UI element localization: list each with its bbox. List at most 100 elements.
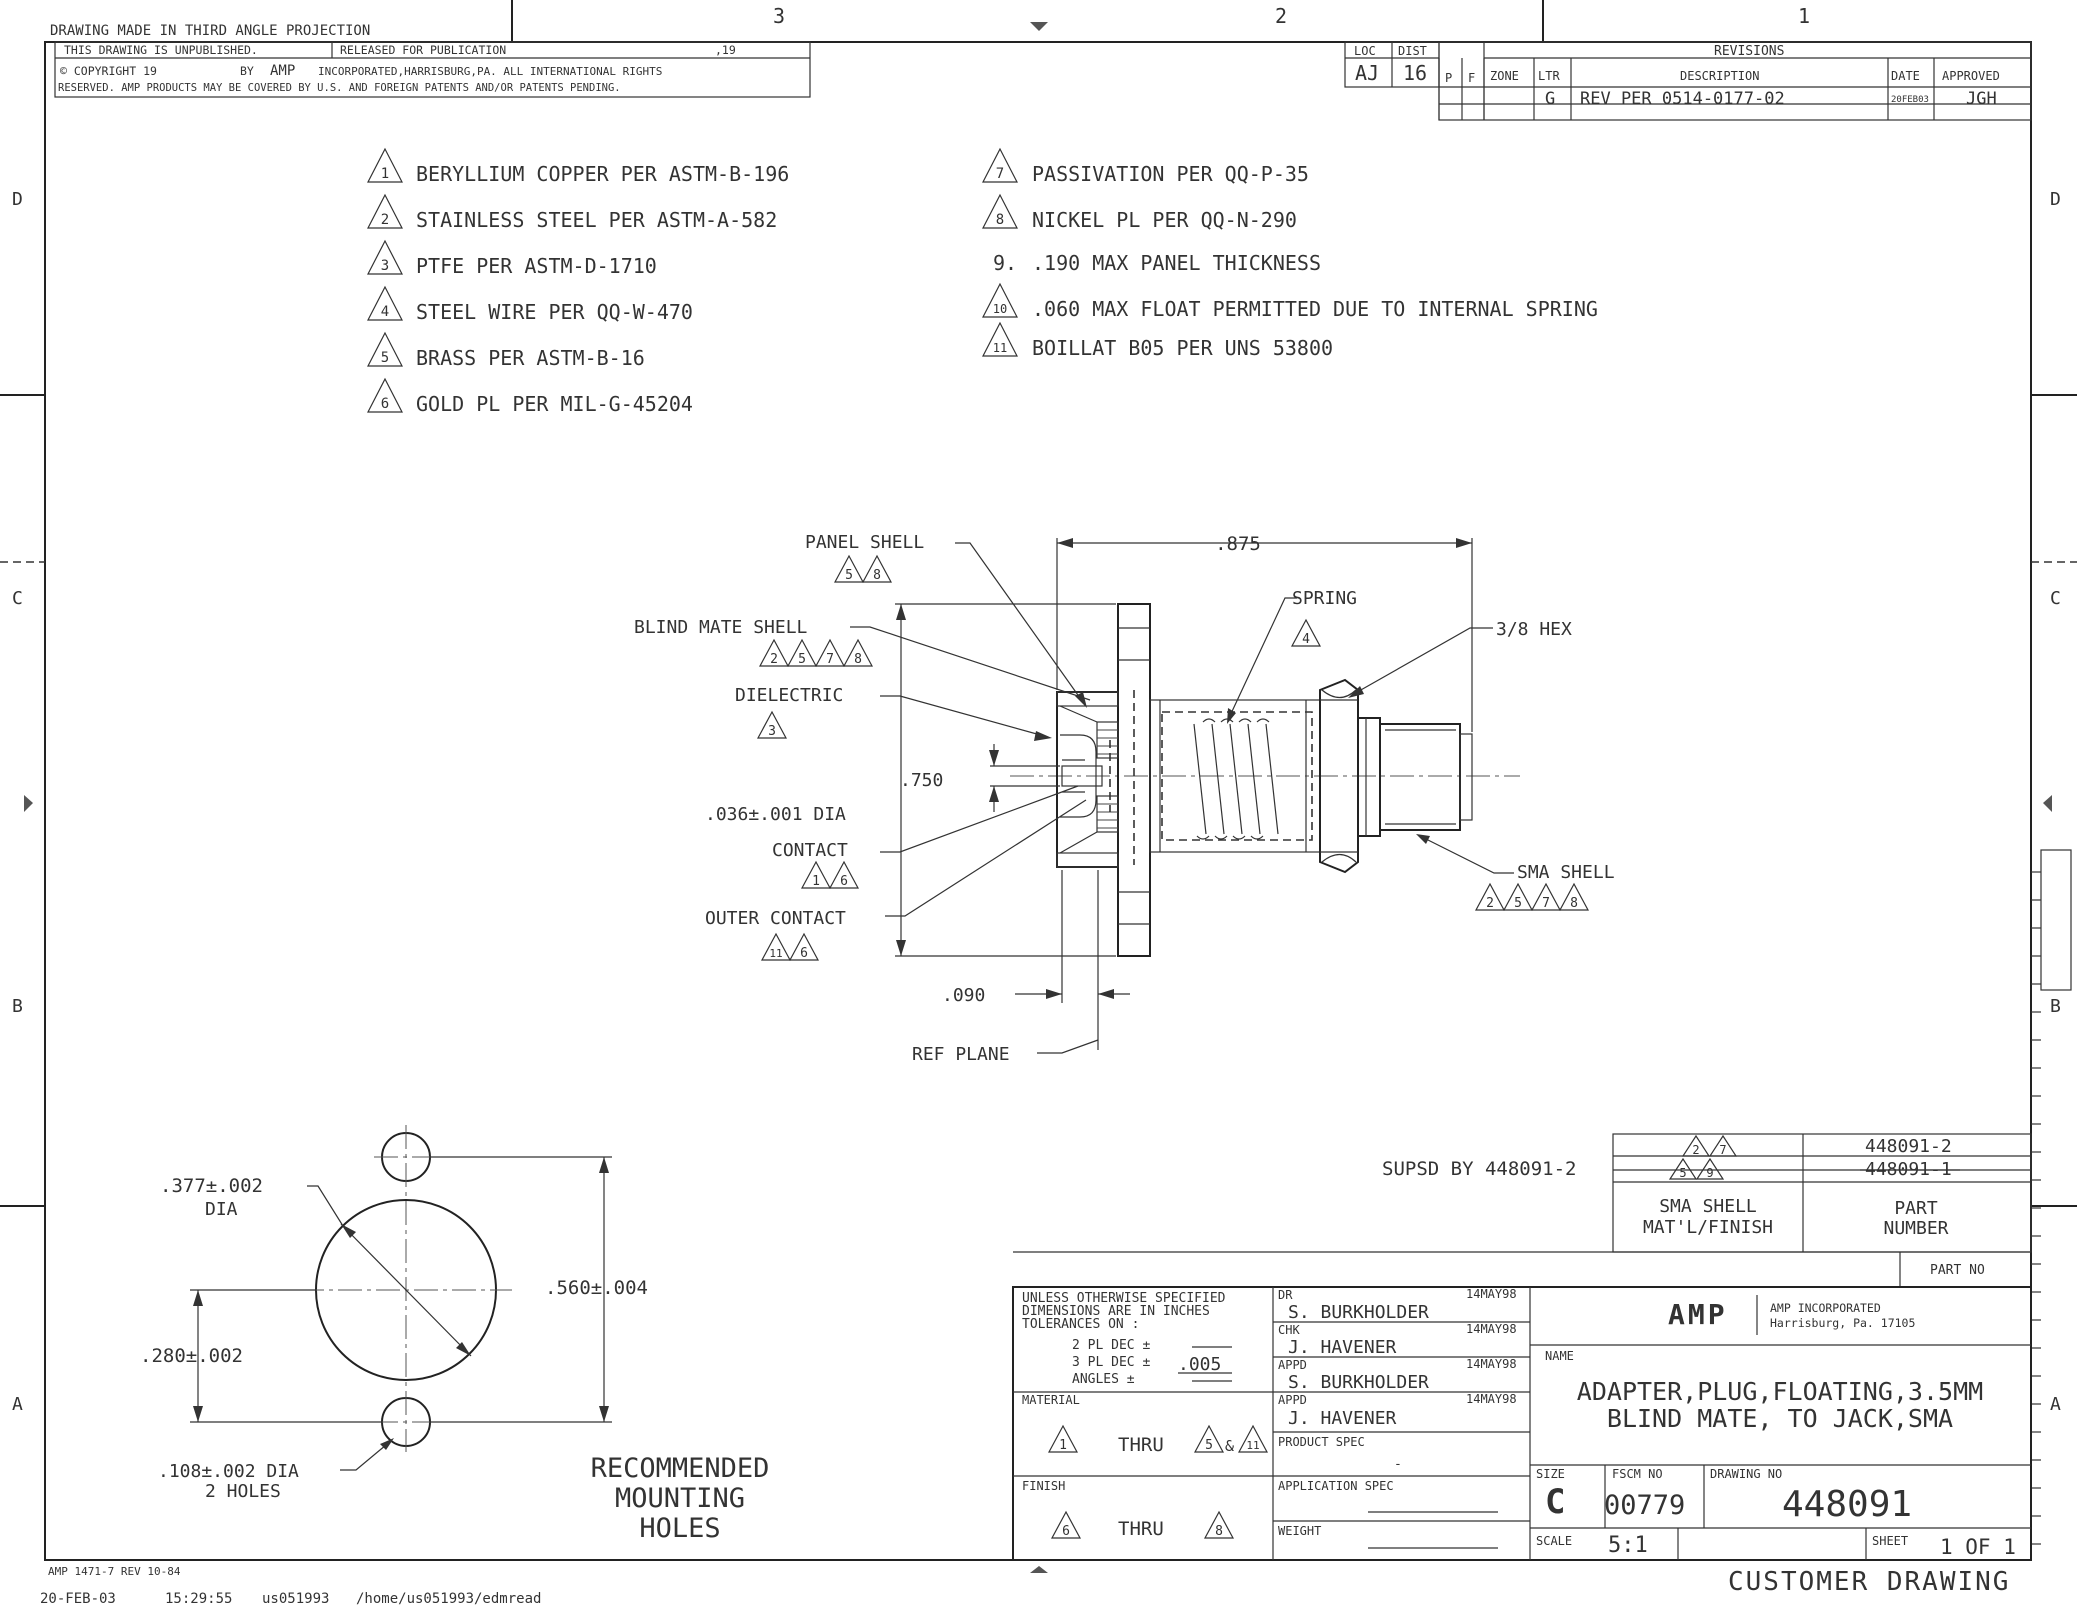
svg-text:1: 1 <box>381 166 389 182</box>
svg-text:PART: PART <box>1894 1198 1938 1219</box>
note-item-6: 6 GOLD PL PER MIL-G-45204 <box>367 377 693 416</box>
rev-letter: G <box>1545 89 1555 109</box>
svg-text:5: 5 <box>1679 1166 1686 1180</box>
signature-row: CHK 14MAY98 J. HAVENER <box>1278 1322 1517 1358</box>
note-item-1: 1 BERYLLIUM COPPER PER ASTM-B-196 <box>367 147 789 186</box>
svg-text:10: 10 <box>993 302 1007 316</box>
svg-text:THRU: THRU <box>1118 1434 1164 1456</box>
svg-text:1: 1 <box>1059 1438 1067 1453</box>
rev-description: REV PER 0514-0177-02 <box>1580 89 1785 109</box>
dim-090: .090 <box>942 985 985 1006</box>
center-mark-bottom <box>1030 1566 1048 1573</box>
amp-logo: AMP <box>1668 1298 1728 1331</box>
svg-text:9.: 9. <box>993 251 1017 275</box>
holes-count: 2 HOLES <box>205 1481 281 1502</box>
fscm-value: 00779 <box>1604 1490 1685 1521</box>
height-dim: .560±.004 <box>545 1277 648 1299</box>
center-mark-right <box>2043 795 2052 812</box>
svg-text:BERYLLIUM COPPER PER ASTM-B-19: BERYLLIUM COPPER PER ASTM-B-196 <box>416 162 789 186</box>
zone-letter: D <box>12 189 23 210</box>
svg-text:4: 4 <box>1302 632 1310 647</box>
svg-text:DESCRIPTION: DESCRIPTION <box>1680 69 1759 83</box>
svg-text:CHK: CHK <box>1278 1323 1300 1337</box>
blind-mate-flags: 2 5 7 8 <box>758 638 874 667</box>
svg-text:3: 3 <box>768 724 776 739</box>
svg-text:.190 MAX PANEL THICKNESS: .190 MAX PANEL THICKNESS <box>1032 251 1321 275</box>
copyright-amp: AMP <box>270 63 295 79</box>
svg-text:SHEET: SHEET <box>1872 1534 1908 1548</box>
flag-triangle-icon <box>367 239 403 275</box>
sma-shell-flags: 2 5 7 8 <box>1474 882 1590 911</box>
contact-label: CONTACT <box>772 840 848 861</box>
note-item-7: 7 PASSIVATION PER QQ-P-35 <box>982 147 1309 186</box>
panel-shell-label: PANEL SHELL <box>805 532 924 553</box>
svg-text:2: 2 <box>1692 1143 1699 1157</box>
svg-text:14MAY98: 14MAY98 <box>1466 1322 1517 1336</box>
svg-text:DATE: DATE <box>1891 69 1920 83</box>
copyright-year: © COPYRIGHT 19 <box>60 64 157 78</box>
svg-text:6: 6 <box>1062 1524 1070 1539</box>
hex-nut <box>1319 678 1359 874</box>
flag-triangle-icon <box>367 331 403 367</box>
blind-mate-shell-label: BLIND MATE SHELL <box>634 617 808 638</box>
panel-flange <box>1117 603 1151 957</box>
spring-coil <box>1193 718 1279 840</box>
svg-text:2 PL DEC ±: 2 PL DEC ± <box>1072 1338 1150 1353</box>
svg-text:AMP 1471-7 REV 10-84: AMP 1471-7 REV 10-84 <box>48 1565 181 1578</box>
size-value: C <box>1545 1482 1565 1522</box>
svg-text:11: 11 <box>993 341 1007 355</box>
zone-letter: B <box>2050 996 2061 1017</box>
spring-label: SPRING <box>1292 588 1357 609</box>
flag-triangle-icon <box>367 193 403 229</box>
svg-text:J. HAVENER: J. HAVENER <box>1288 1408 1397 1429</box>
svg-text:5: 5 <box>1514 896 1522 911</box>
svg-text:us051993: us051993 <box>262 1591 329 1605</box>
signature-row: APPD 14MAY98 J. HAVENER <box>1278 1392 1517 1429</box>
svg-text:PRODUCT SPEC: PRODUCT SPEC <box>1278 1435 1365 1449</box>
svg-text:FINISH: FINISH <box>1022 1479 1065 1493</box>
note-item-8: 8 NICKEL PL PER QQ-N-290 <box>982 193 1297 232</box>
part-name-line2: BLIND MATE, TO JACK,SMA <box>1607 1404 1953 1433</box>
callouts: .875 PANEL SHELL 5 8 BLIND MATE SHELL 2 … <box>634 532 1615 1065</box>
svg-text:APPD: APPD <box>1278 1393 1307 1407</box>
note-item-11: 11 BOILLAT B05 PER UNS 53800 <box>982 321 1333 360</box>
flag-triangle-icon <box>367 147 403 183</box>
svg-text:2: 2 <box>381 212 389 228</box>
svg-text:7: 7 <box>1719 1143 1726 1157</box>
unpublished-note: THIS DRAWING IS UNPUBLISHED. <box>64 43 258 57</box>
svg-text:APPD: APPD <box>1278 1358 1307 1372</box>
svg-text:THRU: THRU <box>1118 1518 1164 1540</box>
company-city: Harrisburg, Pa. 17105 <box>1770 1316 1915 1330</box>
zone-number: 2 <box>1275 4 1287 28</box>
svg-text:J. HAVENER: J. HAVENER <box>1288 1337 1397 1358</box>
svg-text:.005: .005 <box>1178 1354 1221 1375</box>
svg-text:1: 1 <box>812 874 820 889</box>
mounting-title: MOUNTING <box>615 1483 745 1514</box>
svg-text:F: F <box>1468 71 1475 85</box>
mounting-title: RECOMMENDED <box>591 1453 770 1484</box>
rev-approved: JGH <box>1966 89 1997 109</box>
flag-triangle-icon <box>982 321 1018 357</box>
svg-text:APPROVED: APPROVED <box>1942 69 2000 83</box>
svg-text:DR: DR <box>1278 1288 1293 1302</box>
svg-text:APPLICATION SPEC: APPLICATION SPEC <box>1278 1479 1394 1493</box>
ref-plane-label: REF PLANE <box>912 1044 1010 1065</box>
part-no-label: PART NO <box>1930 1263 1985 1278</box>
note-item-10: 10 .060 MAX FLOAT PERMITTED DUE TO INTER… <box>982 282 1598 321</box>
dim-750: .750 <box>900 770 943 791</box>
svg-text:TOLERANCES ON :: TOLERANCES ON : <box>1022 1317 1139 1332</box>
svg-text:NUMBER: NUMBER <box>1883 1218 1948 1239</box>
svg-text:5: 5 <box>1205 1438 1213 1453</box>
svg-text:.060 MAX FLOAT PERMITTED DUE T: .060 MAX FLOAT PERMITTED DUE TO INTERNAL… <box>1032 297 1598 321</box>
projection-note: DRAWING MADE IN THIRD ANGLE PROJECTION <box>50 23 370 39</box>
sma-shell-label: SMA SHELL <box>1517 862 1615 883</box>
notes-left: 1 BERYLLIUM COPPER PER ASTM-B-196 2 STAI… <box>367 147 789 416</box>
svg-text:&: & <box>1225 1437 1234 1455</box>
sma-shell <box>1379 723 1461 831</box>
center-contact <box>1061 765 1103 787</box>
zone-letter: D <box>2050 189 2061 210</box>
parts-table: 2 7 5 9 448091-2 448091-1 SUPSD BY 44809… <box>1013 1133 2032 1287</box>
svg-text:BOILLAT B05 PER UNS 53800: BOILLAT B05 PER UNS 53800 <box>1032 336 1333 360</box>
svg-text:LOC: LOC <box>1354 44 1376 58</box>
zone-number: 1 <box>1798 4 1810 28</box>
